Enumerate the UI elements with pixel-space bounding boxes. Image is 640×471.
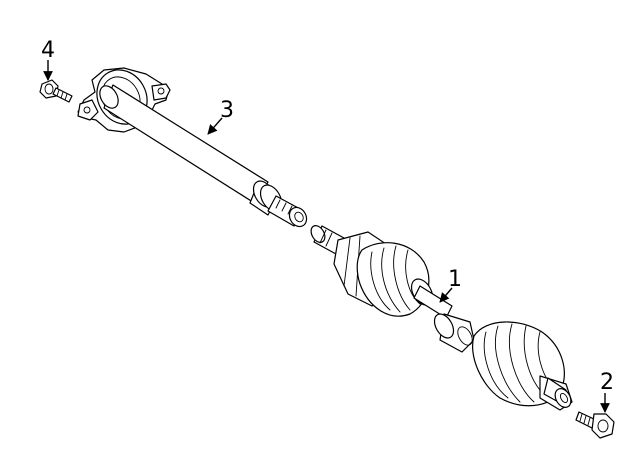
callout-label-2: 2 bbox=[600, 370, 614, 395]
callout-label-3: 3 bbox=[220, 98, 234, 123]
leader-line-3 bbox=[207, 117, 223, 135]
axle-bolt-part-2[interactable] bbox=[575, 411, 615, 439]
leader-line-1 bbox=[439, 287, 453, 303]
drive-axle-part-1[interactable] bbox=[308, 223, 574, 411]
callout-label-4: 4 bbox=[41, 38, 55, 63]
callout-label-1: 1 bbox=[448, 267, 462, 292]
intermediate-shaft-part-3[interactable] bbox=[77, 61, 310, 230]
flange-bolt-part-4[interactable] bbox=[39, 79, 73, 103]
